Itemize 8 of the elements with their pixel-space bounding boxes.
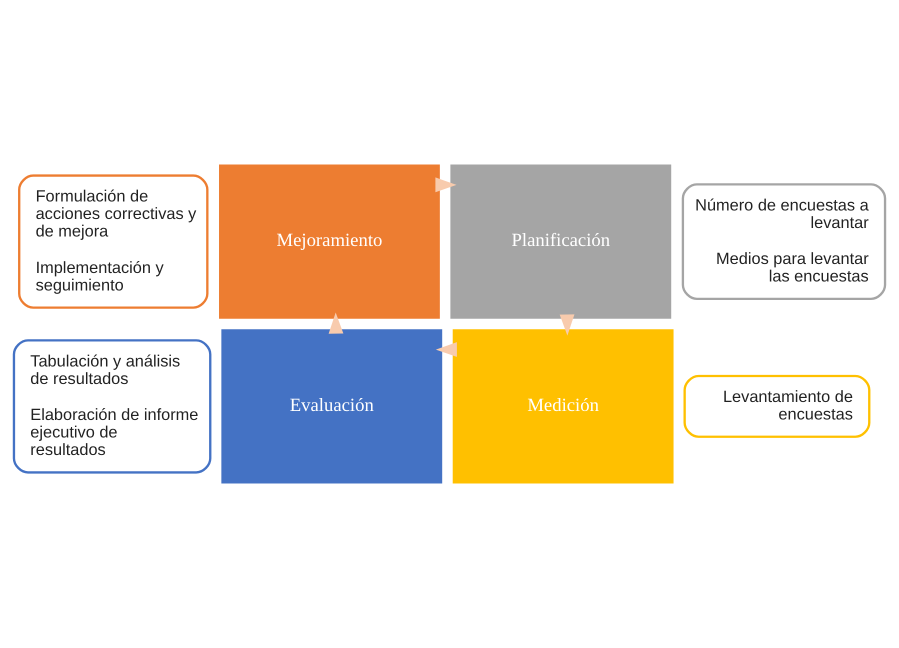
arrow: [328, 312, 344, 334]
node-box: Levantamiento de encuestas: [683, 374, 870, 438]
arrow: [560, 314, 574, 336]
node-box: Tabulación y análisis de resultados Elaboración de informe ejecutivo de resultados: [12, 339, 212, 474]
arrow: [435, 177, 456, 192]
node-box: Número de encuestas a levantar Medios para levantar las encuestas: [682, 183, 886, 300]
node-box: Formulación de acciones correctivas y de mejora Implementación y seguimiento: [18, 174, 208, 309]
arrow: [436, 342, 457, 357]
